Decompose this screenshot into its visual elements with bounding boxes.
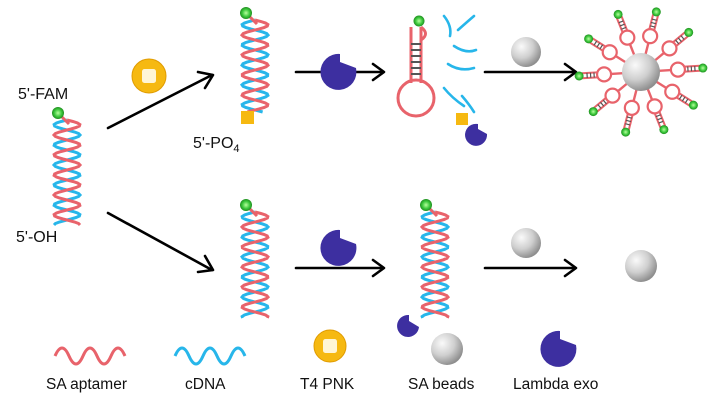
bound-aptamer: [584, 34, 627, 64]
bound-aptamer: [655, 80, 698, 110]
legend-cdna: cDNA: [173, 346, 247, 393]
lambda-exo-icon-bottom: [320, 229, 357, 266]
fam-linker: [247, 14, 259, 26]
fam-fluorophore-icon: [52, 107, 64, 119]
aptamer-coated-bead: [574, 7, 708, 137]
po4-label: 5'-PO4: [193, 135, 240, 155]
fam-linker: [427, 206, 439, 218]
cdna-fragments: [442, 14, 478, 114]
fam-fluorophore-icon: [420, 199, 432, 211]
fam-linker: [59, 114, 71, 126]
fam-fluorophore-icon: [584, 34, 594, 44]
fam-fluorophore-icon: [684, 27, 694, 37]
bound-aptamer: [658, 61, 708, 78]
folded-aptamer-hairpin: [396, 15, 436, 118]
phosphate-icon: [241, 111, 254, 124]
fam-fluorophore-icon: [659, 125, 669, 135]
bound-aptamer: [588, 82, 628, 117]
pnk-enzyme-icon: [131, 58, 167, 94]
fam-fluorophore-icon: [698, 63, 708, 73]
legend-aptamer-wave: [53, 346, 127, 366]
arrow-bottom-2: [483, 258, 578, 278]
arrow-start-to-top: [106, 70, 215, 130]
cdna-strand: [419, 210, 451, 319]
bound-aptamer: [613, 9, 636, 56]
legend-aptamer-label: SA aptamer: [46, 376, 127, 393]
aptamer-strand: [51, 118, 83, 227]
oh-label: 5'-OH: [16, 229, 57, 246]
cdna-strand: [51, 118, 83, 227]
phosphorylated-duplex: [239, 7, 271, 124]
bound-aptamer: [621, 89, 640, 137]
legend-cdna-wave: [173, 346, 247, 366]
po4-label-main: 5'-PO: [193, 135, 233, 152]
start-duplex: [51, 107, 83, 227]
legend: SA aptamer cDNA T4 PNK SA beads Lambda e…: [46, 329, 598, 393]
fam-label: 5'-FAM: [18, 86, 68, 103]
bound-aptamer: [646, 88, 669, 135]
fam-linker: [247, 206, 259, 218]
bound-aptamer: [574, 66, 624, 83]
released-phosphate-and-exo: [456, 113, 488, 146]
lambda-exo-icon-top: [320, 53, 357, 90]
po4-label-sub: 4: [233, 143, 239, 155]
fam-fluorophore-icon: [240, 7, 252, 19]
legend-aptamer: SA aptamer: [46, 346, 127, 393]
sa-bead-icon-bottom-result: [625, 250, 657, 282]
legend-pnk-label: T4 PNK: [300, 376, 355, 393]
aptamer-strand: [239, 210, 271, 319]
legend-exo: Lambda exo: [513, 330, 598, 393]
sa-bead-icon: [622, 53, 660, 91]
fam-fluorophore-icon: [621, 127, 631, 137]
arrow-top-2: [483, 62, 578, 82]
sa-bead-icon-top: [511, 37, 541, 67]
bound-aptamer: [642, 7, 661, 55]
lambda-exo-icon-bottom-released: [397, 314, 419, 337]
arrow-bottom-1: [294, 258, 386, 278]
arrow-start-to-bottom: [106, 211, 215, 274]
legend-exo-label: Lambda exo: [513, 376, 598, 393]
aptamer-strand: [419, 210, 451, 319]
fam-fluorophore-icon: [240, 199, 252, 211]
legend-cdna-label: cDNA: [185, 376, 226, 393]
intact-duplex-after-exo: [419, 199, 451, 319]
legend-pnk: T4 PNK: [300, 329, 355, 393]
fam-fluorophore-icon: [651, 7, 661, 17]
legend-beads: SA beads: [408, 333, 475, 393]
sa-bead-icon-bottom1: [511, 228, 541, 258]
fam-fluorophore-icon: [688, 100, 698, 110]
fam-fluorophore-icon: [588, 107, 598, 117]
fam-fluorophore-icon: [574, 71, 584, 81]
cdna-strand: [239, 210, 271, 319]
bound-aptamer: [654, 27, 694, 62]
cdna-strand: [239, 18, 271, 114]
aptamer-strand: [239, 18, 271, 114]
fam-fluorophore-icon: [613, 9, 623, 19]
unphosphorylated-duplex: [239, 199, 271, 319]
legend-beads-label: SA beads: [408, 376, 475, 393]
